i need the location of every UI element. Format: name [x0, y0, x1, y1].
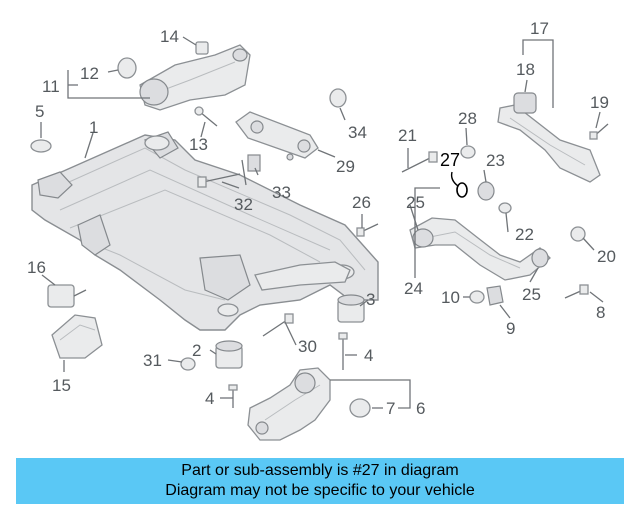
label-1: 1: [89, 118, 98, 137]
label-5: 5: [35, 102, 44, 121]
lower-arm-17-drawing: [497, 92, 609, 183]
small-parts-22-23-28: [460, 145, 512, 214]
label-15: 15: [52, 376, 71, 395]
bolt-13-drawing: [194, 106, 218, 127]
washer-20-drawing: [570, 226, 586, 242]
label-8: 8: [596, 303, 605, 322]
link-29-drawing: [235, 111, 319, 161]
label-26: 26: [352, 193, 371, 212]
label-7: 7: [386, 399, 395, 418]
label-21: 21: [398, 126, 417, 145]
knuckle-6-drawing: [247, 367, 371, 441]
bolt-14-drawing: [195, 41, 209, 55]
label-29: 29: [336, 157, 355, 176]
nut-34-drawing: [329, 88, 347, 108]
label-25: 25: [522, 285, 541, 304]
bolts-4-30-31: [180, 313, 348, 408]
callout-labels: 1 2 3 4 4 5 6 7 8 9 10 11 12 13 14 15 16…: [27, 19, 616, 418]
leader-lines: [40, 36, 604, 409]
label-11: 11: [42, 77, 60, 96]
info-banner: Part or sub-assembly is #27 in diagram D…: [16, 458, 624, 504]
subframe-drawing: [31, 131, 379, 331]
label-33: 33: [272, 183, 291, 202]
part-27-ring: [456, 182, 468, 198]
label-14: 14: [160, 27, 179, 46]
label-16: 16: [27, 258, 46, 277]
upper-arm-drawing: [117, 44, 251, 111]
label-9: 9: [506, 319, 515, 338]
label-19: 19: [590, 93, 609, 112]
label-13: 13: [189, 135, 208, 154]
label-27: 27: [440, 150, 460, 170]
label-34: 34: [348, 123, 367, 142]
lower-arm-24-drawing: [409, 217, 551, 281]
label-20: 20: [597, 247, 616, 266]
bolt-32-drawing: [197, 154, 261, 188]
label-3: 3: [366, 290, 375, 309]
bolt-26-drawing: [356, 223, 379, 237]
label-17: 17: [530, 19, 549, 38]
label-25: 25: [406, 193, 425, 212]
bushing-2-drawing: [215, 340, 243, 369]
label-28: 28: [458, 109, 477, 128]
mount-15-drawing: [47, 284, 103, 359]
label-4: 4: [364, 346, 373, 365]
label-24: 24: [404, 279, 423, 298]
bushing-3-drawing: [337, 294, 365, 323]
bolt-21-drawing: [401, 151, 438, 173]
banner-line-2: Diagram may not be specific to your vehi…: [165, 482, 475, 499]
washer-5-drawing: [30, 139, 52, 153]
parts-diagram: 1 2 3 4 4 5 6 7 8 9 10 11 12 13 14 15 16…: [27, 19, 616, 441]
label-4: 4: [205, 389, 214, 408]
label-30: 30: [298, 337, 317, 356]
small-parts-8-9-10: [469, 284, 589, 306]
label-6: 6: [416, 399, 425, 418]
label-2: 2: [192, 341, 201, 360]
label-10: 10: [441, 288, 460, 307]
label-32: 32: [234, 195, 253, 214]
label-31: 31: [143, 351, 162, 370]
label-18: 18: [516, 60, 535, 79]
banner-line-1: Part or sub-assembly is #27 in diagram: [181, 462, 459, 479]
label-12: 12: [80, 64, 99, 83]
label-23: 23: [486, 151, 505, 170]
label-22: 22: [515, 225, 534, 244]
